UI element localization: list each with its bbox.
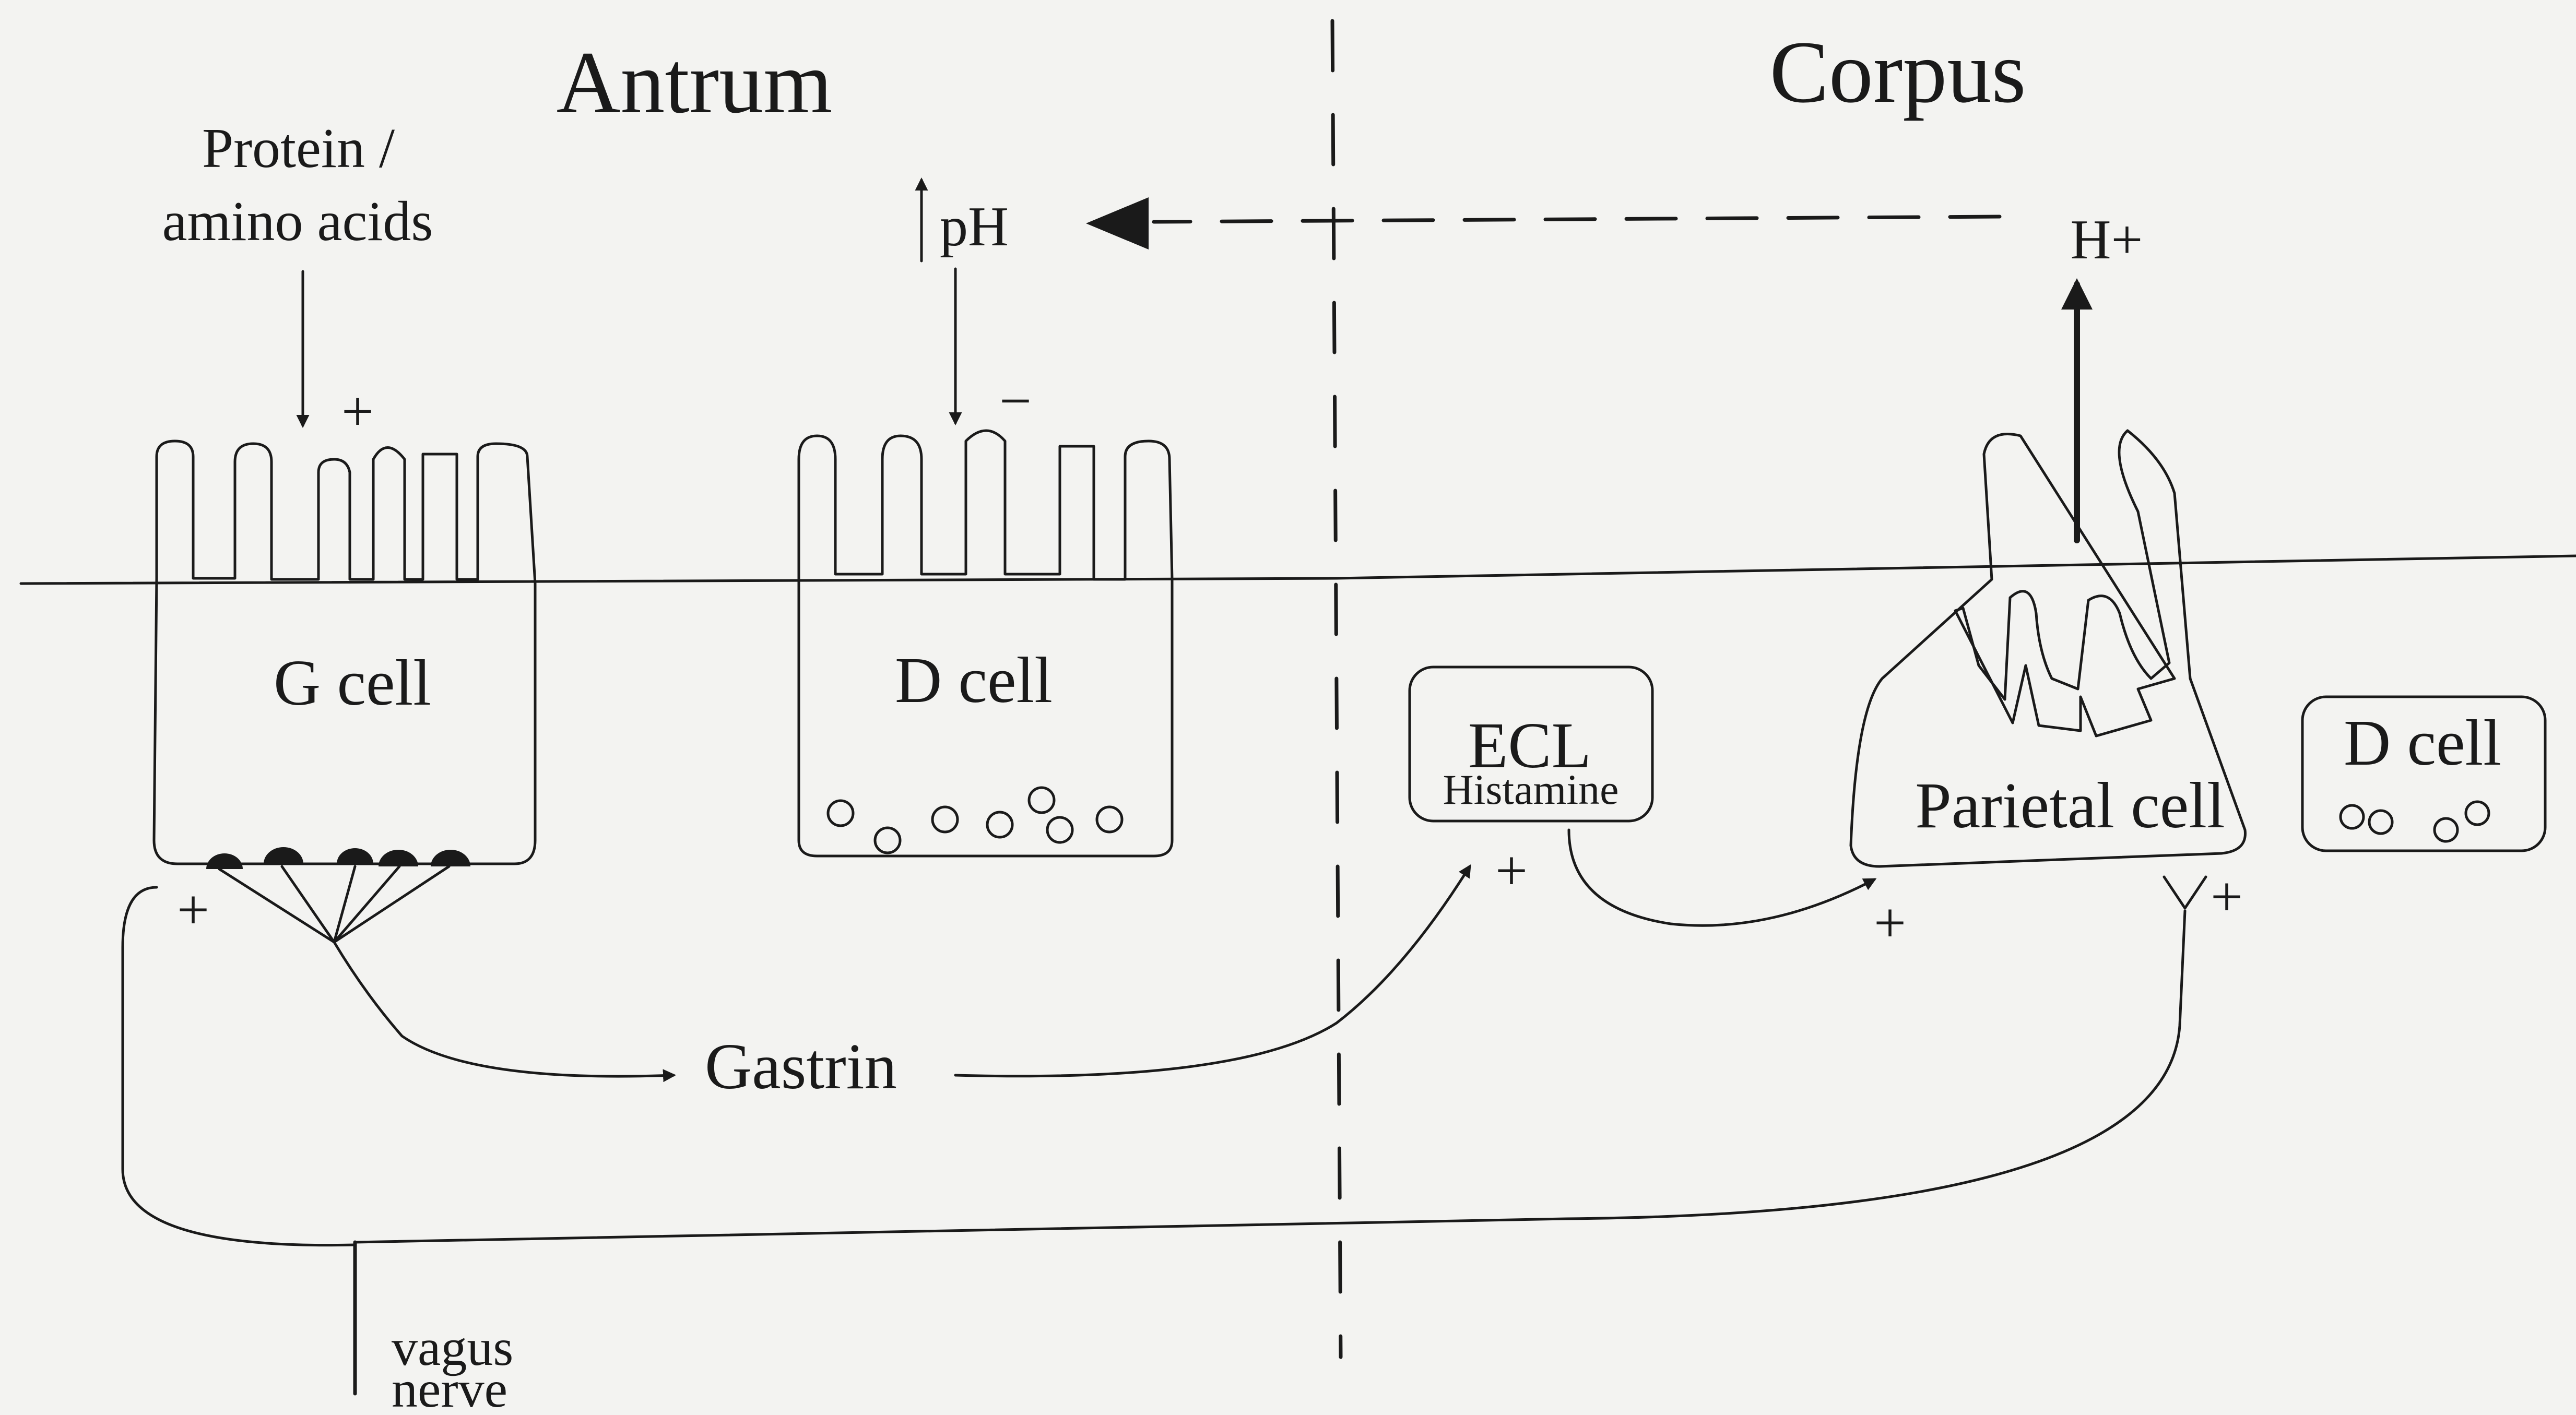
ecl-cell: ECL Histamine <box>1410 667 1652 821</box>
histamine-label: Histamine <box>1443 766 1618 813</box>
granule <box>1097 807 1122 832</box>
mucosal-surface-line-right <box>1337 556 2576 578</box>
granule <box>932 807 958 832</box>
g-cell-label: G cell <box>274 647 431 719</box>
granule <box>875 828 900 853</box>
acid-feedback-arrowhead <box>1086 197 1149 249</box>
d-cell-antrum-granules <box>828 788 1122 853</box>
granule <box>2435 818 2457 841</box>
vagus-label: vagus nerve <box>392 1318 526 1415</box>
g-cell-vagal-sign: + <box>177 878 209 942</box>
h-plus-label: H+ <box>2071 209 2143 271</box>
stimulus-line-1: Protein / <box>202 117 395 180</box>
release-line <box>219 869 334 942</box>
gastrin-granules <box>206 847 470 869</box>
d-cell-antrum-outline <box>799 431 1172 856</box>
gastrin-to-ecl-arrow <box>955 866 1470 1076</box>
acid-feedback-dashed <box>1154 217 2000 222</box>
d-cell-apical-sign: − <box>999 369 1032 433</box>
ph-label: pH <box>940 196 1009 258</box>
granule <box>337 848 373 864</box>
parietal-cell-label: Parietal cell <box>1915 770 2225 842</box>
vagus-label-line-2: nerve <box>392 1360 507 1415</box>
granule <box>2369 811 2392 834</box>
release-line <box>282 866 334 942</box>
granule <box>2466 802 2489 825</box>
vagus-nerve: vagus nerve <box>123 877 2206 1415</box>
granule <box>987 812 1012 837</box>
granule <box>379 850 418 866</box>
granule <box>2341 805 2364 828</box>
d-cell-antrum-label: D cell <box>895 645 1053 717</box>
stimulus-label: Protein / amino acids <box>162 117 433 253</box>
parietal-cell: Parietal cell <box>1851 431 2245 866</box>
vagus-branch-to-g-cell <box>123 887 355 1245</box>
gastrin-release-lines <box>219 866 449 942</box>
stimulus-line-2: amino acids <box>162 191 433 253</box>
parietal-histamine-sign: + <box>1874 891 1906 955</box>
granule <box>1047 817 1072 842</box>
parietal-vagal-sign: + <box>2211 865 2243 929</box>
corpus-title: Corpus <box>1769 23 2026 121</box>
ecl-input-sign: + <box>1495 839 1528 902</box>
granule <box>431 850 470 866</box>
granule <box>828 801 853 826</box>
d-cell-corpus-granules <box>2341 802 2489 841</box>
granule <box>1029 788 1054 813</box>
granule <box>206 853 243 869</box>
g-cell: G cell <box>154 441 535 869</box>
d-cell-corpus-label: D cell <box>2344 707 2501 779</box>
gastrin-label: Gastrin <box>705 1031 897 1103</box>
antrum-title: Antrum <box>557 33 833 132</box>
g-cell-apical-sign: + <box>341 379 374 443</box>
histamine-arrow <box>1569 830 1874 925</box>
d-cell-antrum: D cell <box>799 431 1172 856</box>
d-cell-corpus: D cell <box>2302 697 2545 851</box>
vagus-terminal-parietal <box>2164 877 2206 908</box>
granule <box>264 847 303 864</box>
gastrin-arrow <box>334 942 673 1076</box>
